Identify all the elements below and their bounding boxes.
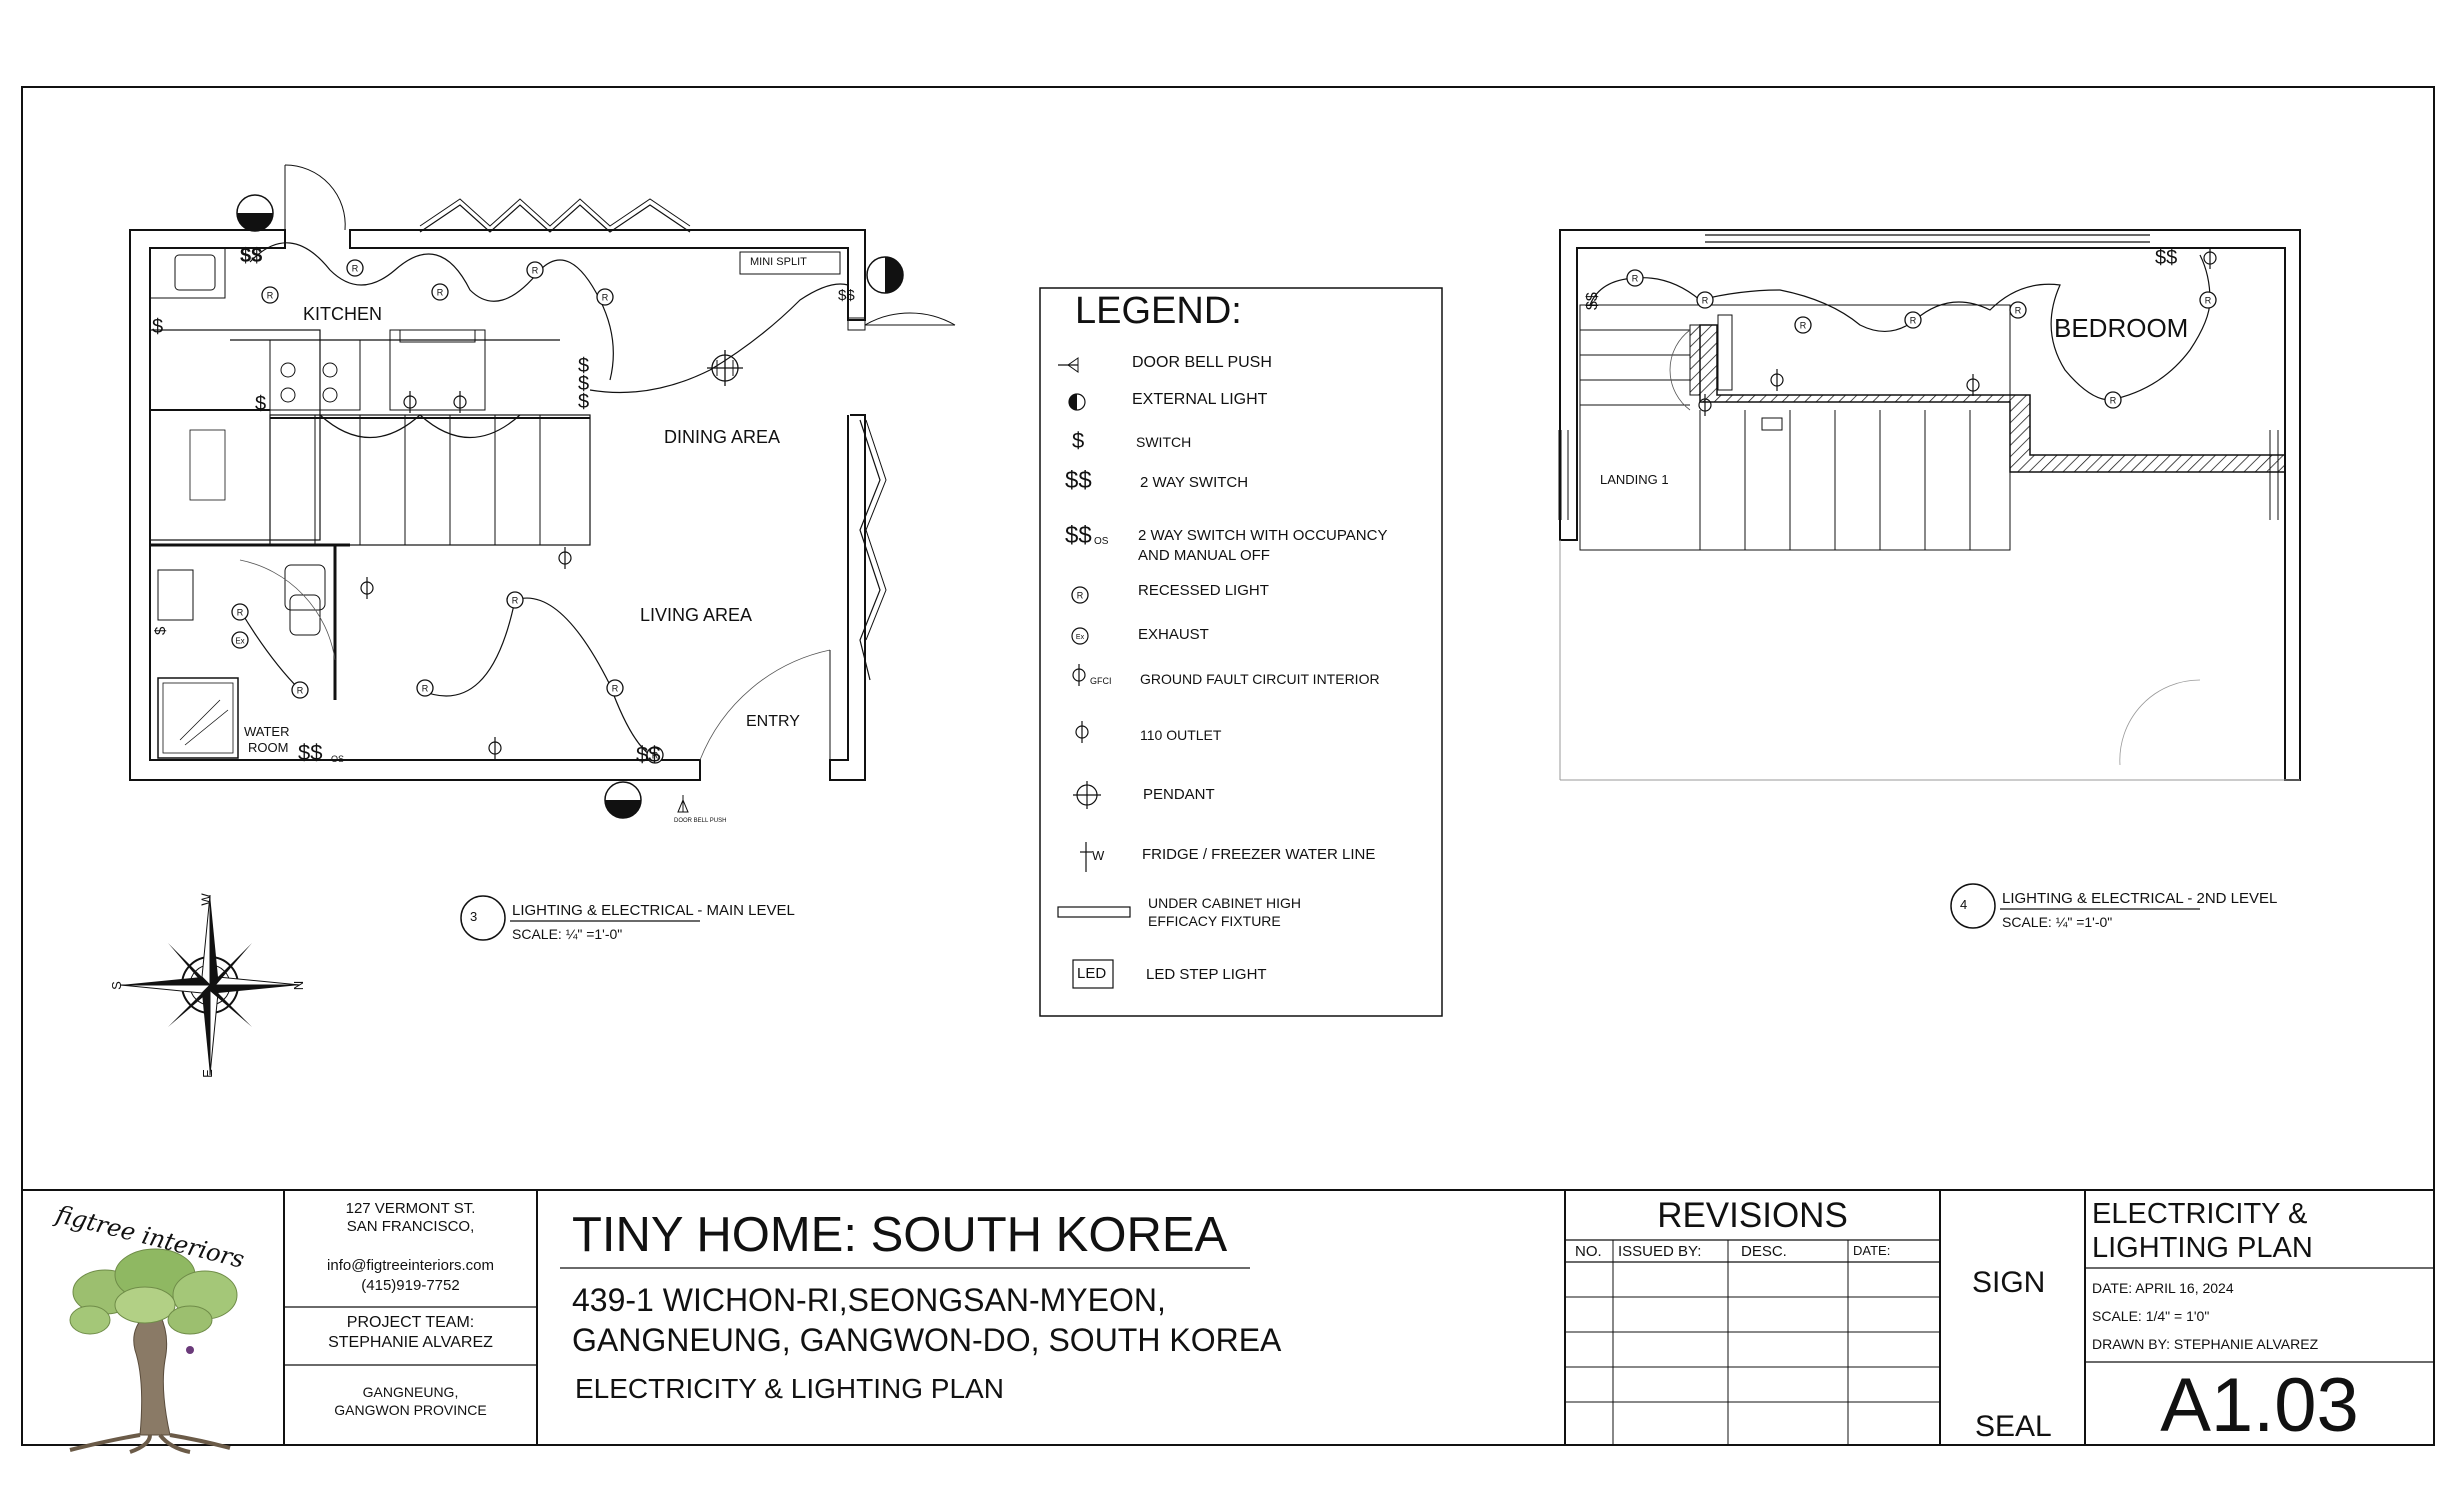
seal-label: SEAL xyxy=(1975,1410,2052,1443)
compass-rose xyxy=(119,894,301,1076)
svg-text:$$: $$ xyxy=(240,245,262,267)
project-team-name: STEPHANIE ALVAREZ xyxy=(328,1334,493,1351)
legend-item-external-light: EXTERNAL LIGHT xyxy=(1132,391,1268,408)
revisions-col-issued: ISSUED BY: xyxy=(1618,1243,1702,1260)
svg-text:$: $ xyxy=(255,393,266,415)
firm-address-2: SAN FRANCISCO, xyxy=(346,1218,475,1235)
sheet-title-2: LIGHTING PLAN xyxy=(2092,1232,2313,1264)
firm-phone: (415)919-7752 xyxy=(361,1277,460,1294)
figtree-logo xyxy=(69,1248,238,1454)
legend-item-exhaust: EXHAUST xyxy=(1138,626,1209,643)
legend-glyph-two-way: $$ xyxy=(1065,467,1092,494)
room-label-entry: ENTRY xyxy=(746,713,800,730)
svg-text:$: $ xyxy=(578,391,589,413)
room-label-dining: DINING AREA xyxy=(664,427,781,447)
room-label-bedroom: BEDROOM xyxy=(2054,313,2189,343)
compass-west-label: W xyxy=(198,893,214,906)
room-label-water-2: ROOM xyxy=(248,740,289,755)
room-label-living: LIVING AREA xyxy=(640,605,753,625)
compass-north-label: N xyxy=(291,980,307,991)
sheet-number: A1.03 xyxy=(2160,1363,2359,1448)
project-address-1: 439-1 WICHON-RI,SEONGSAN-MYEON, xyxy=(572,1282,1166,1318)
legend-symbols: Ex xyxy=(1057,357,1131,989)
legend-item-recessed: RECESSED LIGHT xyxy=(1138,582,1269,599)
legend-glyph-water: W xyxy=(1092,848,1105,863)
legend-item-outlet: 110 OUTLET xyxy=(1140,727,1222,743)
firm-email: info@figtreeinteriors.com xyxy=(327,1257,494,1274)
detail-4-scale: SCALE: ¼" =1'-0" xyxy=(2002,914,2113,930)
location-line-1: GANGNEUNG, xyxy=(362,1384,459,1400)
legend-glyph-os-sub: OS xyxy=(1094,536,1109,547)
legend-item-switch: SWITCH xyxy=(1136,434,1192,450)
sheet-scale: SCALE: 1/4" = 1'0" xyxy=(2092,1308,2210,1324)
svg-text:$$: $$ xyxy=(1584,292,1601,310)
revisions-title: REVISIONS xyxy=(1657,1196,1848,1235)
project-subtitle: ELECTRICITY & LIGHTING PLAN xyxy=(575,1373,1004,1404)
mini-split-label: MINI SPLIT xyxy=(750,256,807,268)
location-line-2: GANGWON PROVINCE xyxy=(334,1402,487,1418)
sheet-drawn-by: DRAWN BY: STEPHANIE ALVAREZ xyxy=(2092,1336,2319,1352)
legend-box xyxy=(1039,287,1443,1017)
legend-title: LEGEND: xyxy=(1075,290,1242,332)
room-label-water-1: WATER xyxy=(244,724,290,739)
svg-text:Ex: Ex xyxy=(1076,634,1085,641)
svg-text:Ex: Ex xyxy=(235,637,244,646)
legend-glyph-two-way-os: $$ xyxy=(1065,522,1092,549)
detail-3-title: LIGHTING & ELECTRICAL - MAIN LEVEL xyxy=(512,902,795,919)
revisions-col-desc: DESC. xyxy=(1741,1243,1787,1260)
legend-glyph-gfci-sub: GFCI xyxy=(1090,676,1112,686)
revisions-col-no: NO. xyxy=(1575,1243,1602,1260)
detail-3-number: 3 xyxy=(470,909,478,924)
project-title: TINY HOME: SOUTH KOREA xyxy=(572,1208,1228,1262)
project-team-label: PROJECT TEAM: xyxy=(346,1314,475,1331)
firm-address-1: 127 VERMONT ST. xyxy=(345,1200,476,1217)
legend-glyph-switch: $ xyxy=(1072,428,1085,453)
svg-text:$: $ xyxy=(152,316,163,338)
legend-item-occupancy-1: 2 WAY SWITCH WITH OCCUPANCY xyxy=(1138,527,1388,544)
compass-east-label: E xyxy=(199,1069,215,1078)
door-bell-label: DOOR BELL PUSH xyxy=(674,818,727,824)
svg-text:OS: OS xyxy=(331,754,344,764)
svg-text:$: $ xyxy=(152,626,169,635)
legend-item-under-cabinet-2: EFFICACY FIXTURE xyxy=(1148,913,1281,929)
sign-label: SIGN xyxy=(1972,1266,2046,1299)
main-level-plan: Ex $$ $ $ $ $ $ $$ $$ OS $$ $ xyxy=(129,164,956,819)
svg-text:$: $ xyxy=(578,355,589,377)
legend-item-occupancy-2: AND MANUAL OFF xyxy=(1138,547,1270,564)
legend-item-gfci: GROUND FAULT CIRCUIT INTERIOR xyxy=(1140,671,1380,687)
room-label-kitchen: KITCHEN xyxy=(303,304,383,324)
svg-text:$$: $$ xyxy=(636,742,660,767)
legend-item-door-bell: DOOR BELL PUSH xyxy=(1132,354,1272,371)
room-label-landing: LANDING 1 xyxy=(1600,472,1669,487)
legend-item-under-cabinet-1: UNDER CABINET HIGH xyxy=(1148,895,1301,911)
revisions-col-date: DATE: xyxy=(1853,1243,1891,1258)
detail-4-number: 4 xyxy=(1960,897,1968,912)
sheet-title-1: ELECTRICITY & xyxy=(2092,1198,2308,1230)
legend-glyph-led: LED xyxy=(1077,965,1107,982)
svg-text:$$: $$ xyxy=(2155,247,2177,269)
project-address-2: GANGNEUNG, GANGWON-DO, SOUTH KOREA xyxy=(572,1322,1282,1358)
compass-south-label: S xyxy=(108,981,124,990)
svg-text:$$: $$ xyxy=(838,287,855,304)
title-block xyxy=(21,1189,2435,1446)
legend-item-water-line: FRIDGE / FREEZER WATER LINE xyxy=(1142,846,1376,863)
svg-text:$$: $$ xyxy=(298,740,322,765)
detail-3-scale: SCALE: ¼" =1'-0" xyxy=(512,926,623,942)
svg-text:$: $ xyxy=(578,373,589,395)
detail-4-title: LIGHTING & ELECTRICAL - 2ND LEVEL xyxy=(2002,890,2278,907)
sheet-date: DATE: APRIL 16, 2024 xyxy=(2092,1280,2234,1296)
legend-item-led-step: LED STEP LIGHT xyxy=(1146,966,1267,983)
upper-level-plan: $$ $$ xyxy=(1558,229,2301,781)
legend-item-pendant: PENDANT xyxy=(1143,786,1215,803)
legend-item-two-way-switch: 2 WAY SWITCH xyxy=(1140,474,1249,491)
